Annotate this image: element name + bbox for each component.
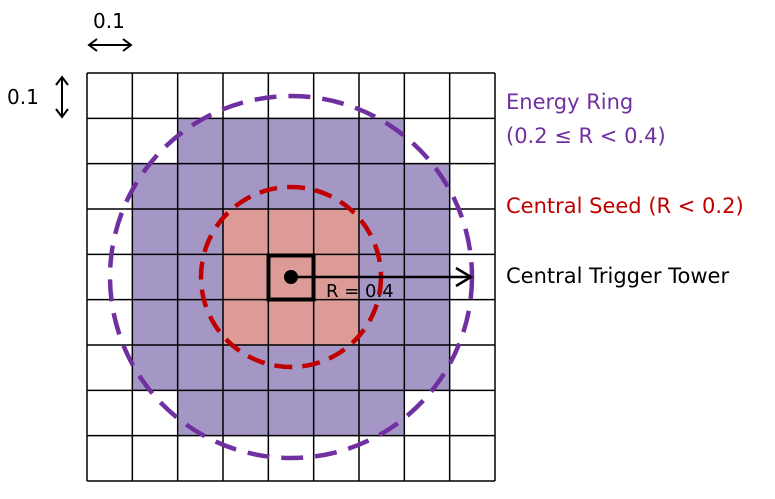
energy-ring-range-label: (0.2 ≤ R < 0.4) — [506, 124, 666, 148]
vertical-scale-label: 0.1 — [7, 85, 39, 109]
radius-label: R = 0.4 — [326, 281, 394, 302]
radius-arrow — [291, 266, 474, 288]
horizontal-scale-label: 0.1 — [93, 9, 125, 33]
vertical-scale-arrow — [55, 75, 69, 119]
energy-ring-label: Energy Ring — [506, 90, 633, 114]
central-seed-label: Central Seed (R < 0.2) — [506, 194, 744, 218]
horizontal-scale-arrow — [87, 38, 133, 52]
central-tower-label: Central Trigger Tower — [506, 264, 729, 288]
